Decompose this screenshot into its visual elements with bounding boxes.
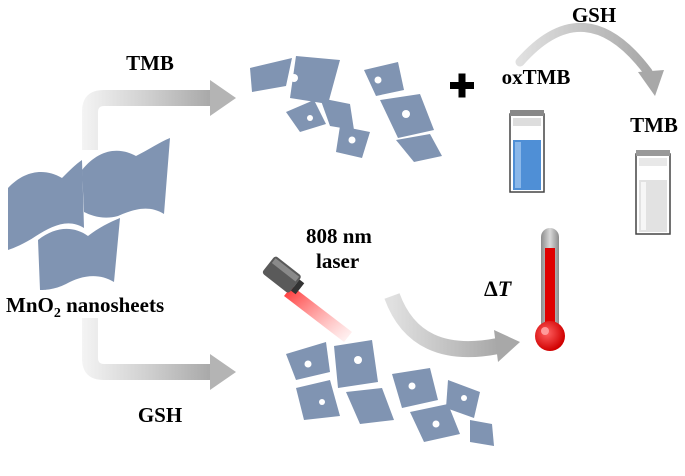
nanosheet-fragment xyxy=(334,340,378,388)
arrow-to-tmb-product xyxy=(82,80,236,150)
nanosheet-hole xyxy=(402,110,410,118)
nanosheet xyxy=(38,218,120,290)
nanosheet xyxy=(8,160,84,250)
temperature-symbol: T xyxy=(498,276,513,301)
nanosheet-hole xyxy=(354,356,362,364)
nanosheet-fragment xyxy=(392,368,438,408)
nanosheet-hole xyxy=(432,420,440,428)
nanosheet-fragment xyxy=(290,56,340,104)
nanosheet-fragment xyxy=(296,380,340,420)
material-subscript: 2 xyxy=(54,306,61,321)
oxidized-label: oxTMB xyxy=(502,65,571,89)
nanosheet-hole xyxy=(304,360,312,368)
material-label: MnO2 nanosheets xyxy=(6,293,164,321)
product-label: TMB xyxy=(630,113,678,137)
nanosheet-fragment xyxy=(364,62,404,96)
degraded-nanosheets-bottom xyxy=(286,340,494,446)
nanosheet-fragment xyxy=(286,100,326,132)
nanosheet-hole xyxy=(319,399,325,405)
reagent-label-bottom: GSH xyxy=(138,403,182,427)
nanosheet-fragment xyxy=(396,134,442,162)
delta-symbol: Δ xyxy=(484,276,498,301)
thermometer-icon xyxy=(535,228,565,351)
nanosheet-hole xyxy=(290,74,298,82)
material-suffix: nanosheets xyxy=(61,293,164,317)
reagent-label-top: TMB xyxy=(126,51,174,75)
nanosheet-hole xyxy=(408,382,416,390)
nanosheet-fragment xyxy=(250,58,292,92)
material-prefix: MnO xyxy=(6,293,54,317)
arrow-to-gsh-product xyxy=(82,318,236,390)
nanosheet xyxy=(82,138,170,218)
nanosheet-fragment xyxy=(346,388,394,424)
reductant-label-top: GSH xyxy=(572,3,616,27)
temperature-change-label: ΔT xyxy=(484,276,513,301)
laser-emitter-icon xyxy=(262,256,352,342)
laser-wavelength-label: 808 nm xyxy=(306,224,372,248)
nanosheet-hole xyxy=(307,115,313,121)
nanosheet-hole xyxy=(461,395,467,401)
curved-arrow-gsh xyxy=(515,23,664,96)
nanosheet-hole xyxy=(374,76,382,84)
nanosheet-fragment xyxy=(320,98,354,130)
degraded-nanosheets-top xyxy=(250,56,442,162)
cuvette-icon xyxy=(635,150,671,235)
curved-arrow-heat xyxy=(384,293,520,362)
nanosheet-hole xyxy=(348,136,356,144)
cuvette-icon xyxy=(509,110,545,193)
intact-nanosheets xyxy=(8,138,170,290)
laser-word-label: laser xyxy=(316,249,359,273)
plus-icon xyxy=(450,73,474,98)
nanosheet-fragment xyxy=(470,420,494,446)
